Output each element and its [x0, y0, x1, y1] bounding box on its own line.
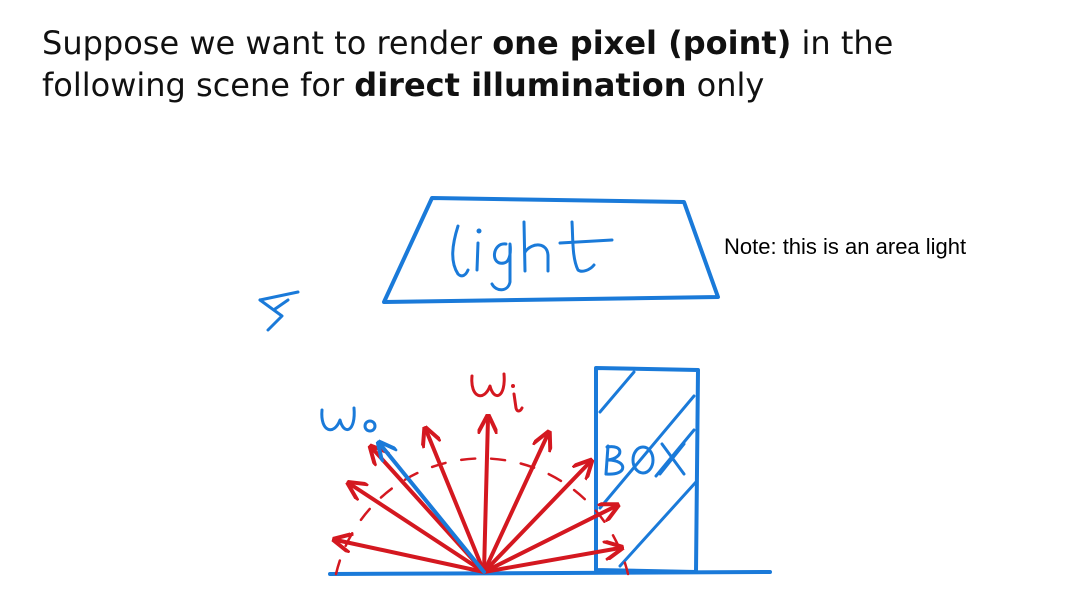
title-line-1-end: in the	[791, 24, 894, 62]
outgoing-ray	[380, 444, 486, 574]
wi-label	[470, 372, 524, 413]
incoming-rays	[336, 418, 620, 574]
area-light-note: Note: this is an area light	[724, 234, 967, 259]
incoming-ray	[336, 540, 486, 574]
box-label	[604, 442, 686, 476]
title-line-2-end: only	[686, 66, 765, 104]
title-line-1: Suppose we want to render one pixel (poi…	[42, 22, 1042, 64]
box-occluder	[594, 366, 700, 574]
hemisphere-arc	[334, 457, 630, 576]
area-light	[382, 196, 720, 304]
title-line-2: following scene for direct illumination …	[42, 64, 1042, 106]
incoming-ray	[482, 548, 620, 574]
title-line-1-emphasis: one pixel (point)	[492, 24, 792, 62]
light-label	[451, 220, 614, 292]
slide-title: Suppose we want to render one pixel (poi…	[42, 22, 1042, 106]
area-light-shape	[382, 196, 720, 304]
title-line-2-start: following scene for	[42, 66, 355, 104]
incoming-ray	[350, 484, 486, 574]
title-line-2-emphasis: direct illumination	[354, 66, 687, 104]
incoming-ray	[482, 434, 548, 574]
incoming-ray	[484, 418, 488, 574]
wo-label	[320, 406, 377, 433]
camera-icon	[258, 290, 300, 332]
incoming-ray	[482, 506, 616, 574]
incoming-ray	[426, 430, 486, 574]
title-line-1-start: Suppose we want to render	[42, 24, 493, 62]
ground-line	[328, 570, 772, 576]
incoming-ray	[482, 462, 590, 574]
